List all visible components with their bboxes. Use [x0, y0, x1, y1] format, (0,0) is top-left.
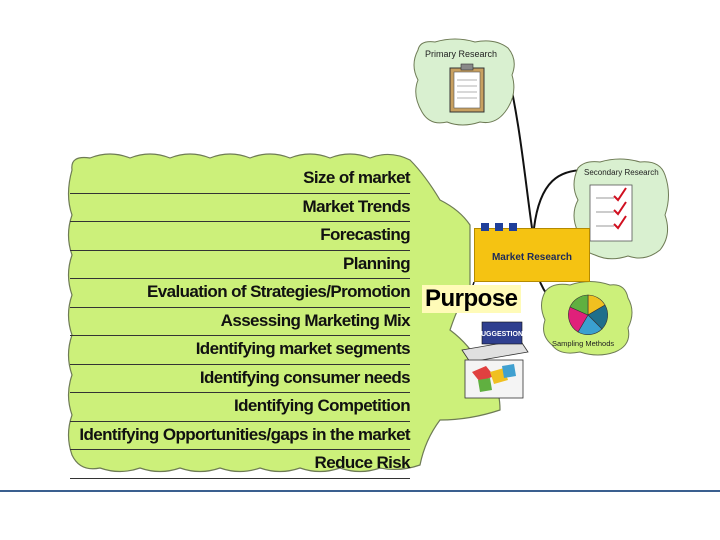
purpose-item: Identifying Competition	[70, 393, 411, 422]
node-handle	[481, 223, 489, 231]
clipboard-icon	[449, 63, 485, 113]
purpose-item: Size of market	[70, 165, 411, 194]
purpose-item: Identifying Opportunities/gaps in the ma…	[70, 422, 411, 450]
purpose-item: Forecasting	[70, 222, 411, 251]
purpose-list: Size of market Market Trends Forecasting…	[70, 165, 411, 479]
purpose-node-label: Purpose	[422, 285, 521, 313]
purpose-item: Identifying market segments	[70, 336, 411, 365]
bottom-rule	[0, 490, 720, 492]
purpose-item: Identifying consumer needs	[70, 365, 411, 393]
purpose-item: Planning	[70, 251, 411, 279]
pie-chart-icon	[568, 294, 608, 335]
market-research-node: Market Research	[474, 223, 590, 282]
purpose-item: Assessing Marketing Mix	[70, 308, 411, 336]
purpose-item: Market Trends	[70, 194, 411, 222]
purpose-item: Reduce Risk	[70, 450, 411, 479]
market-research-label: Market Research	[491, 252, 573, 263]
node-handle	[509, 223, 517, 231]
checklist-icon	[589, 184, 633, 242]
purpose-item: Evaluation of Strategies/Promotion	[70, 279, 411, 308]
primary-research-label: Primary Research	[425, 49, 497, 59]
suggestions-sign-label: SUGGESTIONS	[476, 331, 528, 338]
secondary-research-label: Secondary Research	[584, 168, 659, 177]
sampling-methods-label: Sampling Methods	[552, 339, 614, 348]
suggestion-box-icon: SUGGESTIONS	[461, 321, 529, 399]
node-handle	[495, 223, 503, 231]
